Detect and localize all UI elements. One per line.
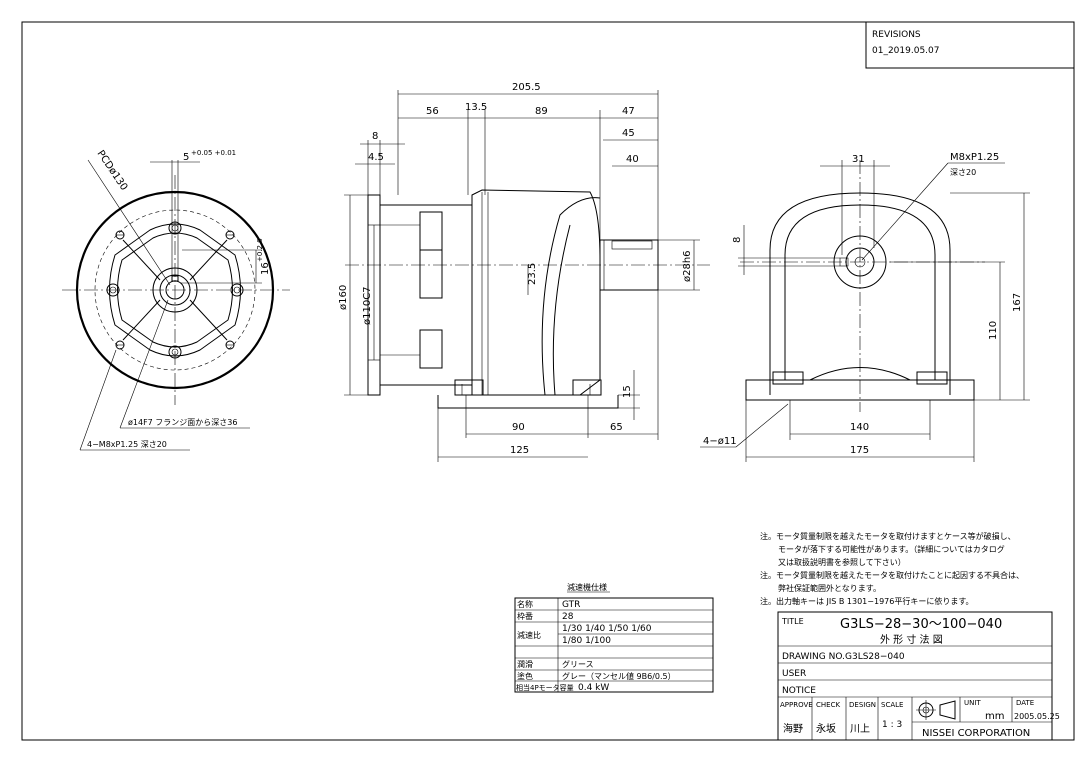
check-name: 永坂 bbox=[816, 722, 836, 735]
end-tap-depth: 深さ20 bbox=[950, 168, 976, 177]
side-view: 205.5 56 13.5 89 47 45 40 8 4.5 ø160 ø11… bbox=[338, 82, 710, 462]
dim-23-5: 23.5 bbox=[527, 263, 538, 285]
key-width-tol: +0.05 +0.01 bbox=[191, 149, 236, 157]
end-hole-label: 4−ø11 bbox=[703, 436, 737, 447]
end-tap-label: M8xP1.25 bbox=[950, 152, 999, 163]
dim-205-5: 205.5 bbox=[512, 82, 541, 93]
end-dim-110: 110 bbox=[988, 321, 999, 340]
spec-label-name: 名称 bbox=[517, 599, 533, 609]
key-width-dim: 5 bbox=[183, 152, 189, 163]
scale-value: 1 : 3 bbox=[882, 720, 902, 730]
spec-label-lube: 潤滑 bbox=[517, 659, 533, 669]
dim-40: 40 bbox=[626, 154, 639, 165]
key-depth-tol: +0.2 0 bbox=[256, 238, 264, 262]
spec-table-title: 減速機仕様 bbox=[567, 582, 607, 592]
scale-label: SCALE bbox=[881, 701, 903, 709]
user-label: USER bbox=[782, 669, 806, 679]
revisions-entry: 01_2019.05.07 bbox=[872, 46, 939, 56]
note-2: 注。モータ質量制限を越えたモータを取付けたことに起因する不具合は、 bbox=[760, 570, 1024, 580]
dim-89: 89 bbox=[535, 106, 548, 117]
end-dim-8: 8 bbox=[732, 237, 743, 243]
end-view: 31 M8xP1.25 深さ20 8 110 167 140 175 4−ø11 bbox=[700, 152, 1030, 462]
dim-28h6: ø28h6 bbox=[682, 250, 693, 282]
company-name: NISSEI CORPORATION bbox=[922, 728, 1030, 739]
title-block: TITLE G3LS−28−30〜100−040 外 形 寸 法 図 DRAWI… bbox=[777, 611, 1060, 741]
note-1c: 又は取扱説明書を参照して下さい） bbox=[778, 557, 906, 567]
spec-label-frame: 枠番 bbox=[517, 611, 533, 621]
date-value: 2005.05.25 bbox=[1014, 712, 1060, 721]
dim-13-5: 13.5 bbox=[465, 102, 487, 113]
drawing-no-label: DRAWING NO. bbox=[782, 652, 845, 662]
tap-note: 4−M8xP1.25 深さ20 bbox=[87, 440, 167, 449]
dim-125: 125 bbox=[510, 445, 529, 456]
dim-65: 65 bbox=[610, 422, 623, 433]
notice-label: NOTICE bbox=[782, 686, 816, 696]
note-2b: 弊社保証範囲外となります。 bbox=[778, 583, 881, 593]
drawing-no: G3LS28−040 bbox=[845, 652, 905, 662]
dim-45: 45 bbox=[622, 128, 635, 139]
check-label: CHECK bbox=[816, 701, 840, 709]
title-label: TITLE bbox=[781, 617, 804, 626]
key-depth-dim: 16 bbox=[260, 262, 271, 275]
drawing-subtitle: 外 形 寸 法 図 bbox=[880, 633, 943, 646]
note-1b: モータが落下する可能性があります。（詳細についてはカタログ bbox=[778, 544, 1005, 554]
dim-90: 90 bbox=[512, 422, 525, 433]
spec-value-ratio-2: 1/80 1/100 bbox=[562, 636, 611, 646]
end-dim-140: 140 bbox=[850, 422, 869, 433]
dim-160: ø160 bbox=[338, 285, 349, 310]
dim-15: 15 bbox=[622, 385, 633, 398]
end-dim-167: 167 bbox=[1012, 293, 1023, 312]
spec-table: 減速機仕様 名称 GTR 枠番 28 減速比 1/30 1/40 1/50 1/… bbox=[514, 582, 714, 693]
pcd-label: PCDø130 bbox=[95, 149, 130, 193]
note-1: 注。モータ質量制限を越えたモータを取付けますとケース等が破損し、 bbox=[760, 531, 1016, 541]
approve-name: 海野 bbox=[783, 722, 803, 735]
spec-value-color: グレー（マンセル値 9B6/0.5） bbox=[562, 671, 676, 681]
spec-value-lube: グリース bbox=[562, 659, 594, 669]
sheet-border bbox=[21, 21, 1075, 741]
end-dim-175: 175 bbox=[850, 445, 869, 456]
approve-label: APPROVE bbox=[780, 701, 813, 709]
spec-label-color: 塗色 bbox=[517, 671, 533, 681]
design-name: 川上 bbox=[850, 723, 870, 735]
dim-110c7: ø110C7 bbox=[362, 286, 373, 325]
unit-label: UNIT bbox=[964, 699, 981, 707]
spec-value-frame: 28 bbox=[562, 612, 574, 622]
dim-4-5: 4.5 bbox=[368, 152, 384, 163]
spec-label-motor: 相当4Pモータ容量 bbox=[516, 683, 574, 692]
dim-8: 8 bbox=[372, 131, 378, 142]
revisions-box: REVISIONS 01_2019.05.07 bbox=[865, 22, 1074, 69]
spec-value-name: GTR bbox=[562, 600, 580, 610]
spec-label-ratio: 減速比 bbox=[517, 630, 541, 640]
dim-56: 56 bbox=[426, 106, 439, 117]
front-view: PCDø130 5 +0.05 +0.01 16 +0.2 0 ø14F7 フラ… bbox=[62, 149, 290, 451]
revisions-header: REVISIONS bbox=[872, 30, 921, 40]
projection-symbol-icon bbox=[916, 700, 956, 720]
spec-value-ratio: 1/30 1/40 1/50 1/60 bbox=[562, 624, 652, 634]
date-label: DATE bbox=[1016, 699, 1034, 707]
dim-31: 31 bbox=[852, 154, 865, 165]
drawing-title: G3LS−28−30〜100−040 bbox=[840, 617, 1002, 632]
spec-value-motor: 0.4 kW bbox=[578, 683, 609, 693]
bore-note: ø14F7 フランジ面から深さ36 bbox=[128, 418, 238, 427]
unit-value: mm bbox=[985, 711, 1004, 722]
note-3: 注。出力軸キーは JIS B 1301−1976平行キーに依ります。 bbox=[760, 596, 974, 606]
design-label: DESIGN bbox=[849, 701, 876, 709]
dim-47: 47 bbox=[622, 106, 635, 117]
notes: 注。モータ質量制限を越えたモータを取付けますとケース等が破損し、 モータが落下す… bbox=[760, 531, 1024, 606]
